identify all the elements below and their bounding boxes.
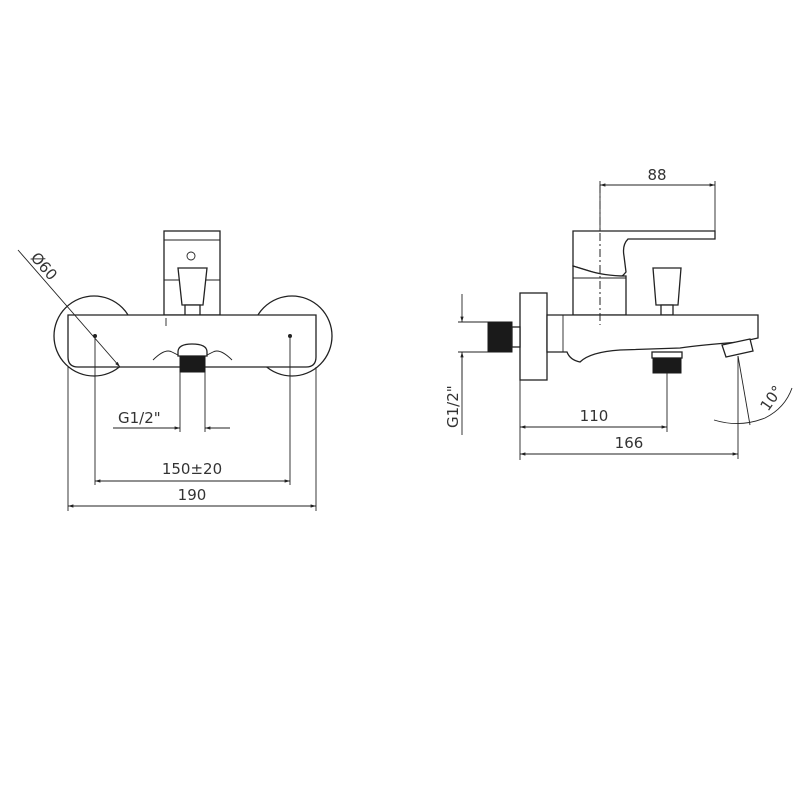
mixer-body: [67, 314, 317, 368]
diverter-knob: [652, 267, 682, 306]
width-label: 190: [178, 486, 207, 504]
inlet-thread: [487, 321, 513, 353]
front-view: Ø60 G1/2" 150±20 190: [17, 230, 333, 511]
handle: [177, 267, 208, 306]
centers-label: 150±20: [162, 460, 222, 478]
lever-label: 88: [647, 166, 666, 184]
angle-label: 10°: [757, 382, 787, 414]
lever: [572, 230, 716, 280]
diameter-label: Ø60: [27, 249, 61, 284]
thread-label-front: G1/2": [118, 409, 161, 427]
side-view: 88 G1/2" 110 166 10°: [444, 166, 793, 460]
depth-label: 166: [615, 434, 644, 452]
wall-flange: [519, 292, 548, 381]
spout-body: [546, 314, 759, 363]
thread-label-side: G1/2": [444, 385, 462, 428]
outlet-thread: [652, 357, 682, 374]
indicator-icon: [186, 251, 196, 261]
diverter-outlet: [177, 343, 208, 357]
thread-connector: [179, 355, 206, 373]
outlet-label: 110: [580, 407, 609, 425]
aerator: [721, 338, 754, 358]
